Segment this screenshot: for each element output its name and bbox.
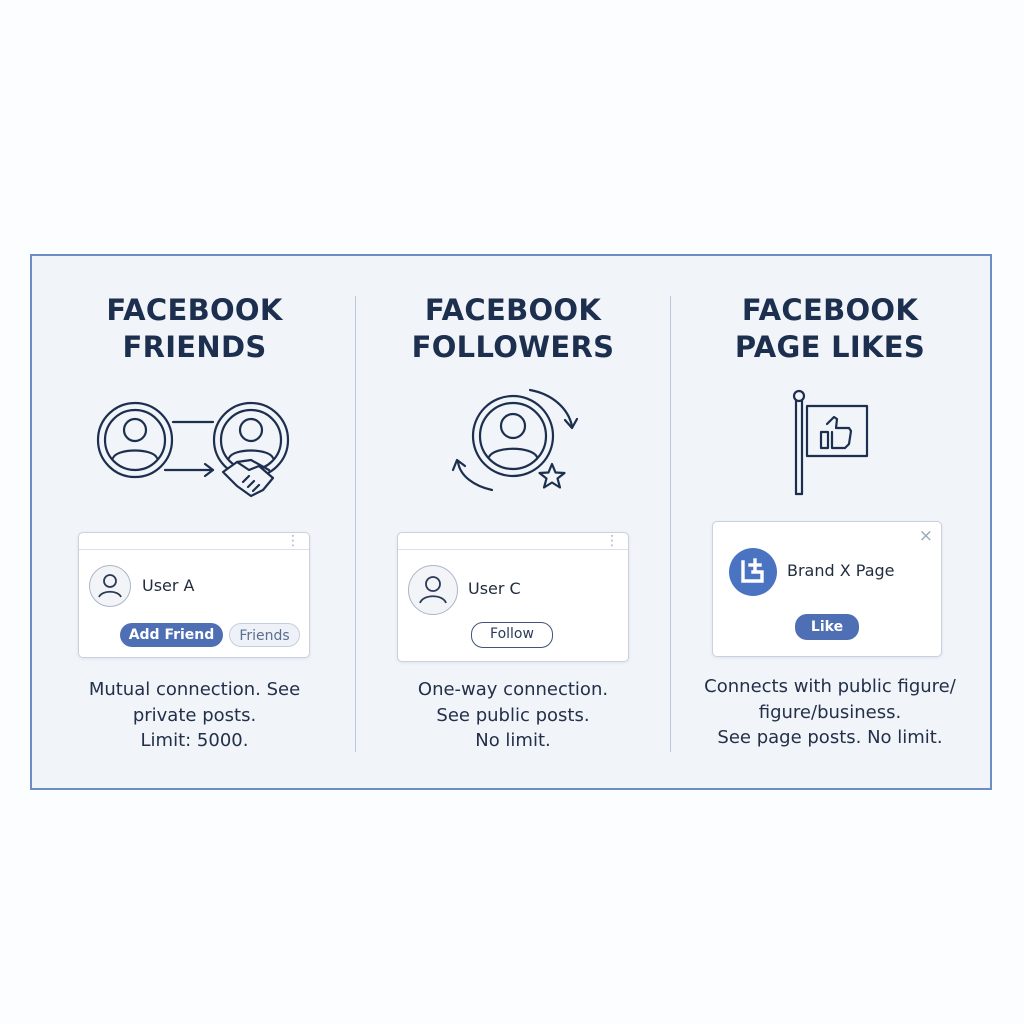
friends-column: FACEBOOK FRIENDS xyxy=(37,256,352,788)
page-likes-column: FACEBOOK PAGE LIKES × xyxy=(671,256,989,788)
page-name: Brand X Page xyxy=(787,561,895,580)
brand-logo xyxy=(729,548,777,596)
avatar-cycle-star-icon xyxy=(451,388,579,492)
avatar xyxy=(408,565,458,615)
friends-description: Mutual connection. See private posts. Li… xyxy=(88,679,301,751)
user-name: User A xyxy=(142,576,195,595)
more-vertical-icon[interactable]: ⋮ xyxy=(286,533,300,549)
card-topbar: ⋮ xyxy=(79,533,309,550)
add-friend-button[interactable]: Add Friend xyxy=(120,623,223,647)
more-vertical-icon[interactable]: ⋮ xyxy=(605,533,619,549)
page-likes-description: Connects with public figure/ figure/busi… xyxy=(704,676,956,748)
comparison-panel: FACEBOOK FRIENDS xyxy=(30,254,992,790)
card-topbar: ⋮ xyxy=(398,533,628,550)
follow-card: ⋮ User C Follow xyxy=(397,532,629,662)
user-icon xyxy=(419,576,447,604)
friends-title: FACEBOOK FRIENDS xyxy=(106,293,283,364)
user-icon xyxy=(98,574,122,598)
two-avatars-handshake-icon xyxy=(96,401,290,498)
friends-button[interactable]: Friends xyxy=(229,623,300,647)
close-icon[interactable]: × xyxy=(918,526,933,546)
like-button[interactable]: Like xyxy=(795,614,859,640)
page-likes-illustration xyxy=(671,386,989,506)
followers-column: FACEBOOK FOLLOWERS xyxy=(356,256,670,788)
followers-illustration xyxy=(356,386,670,506)
followers-description: One-way connection. See public posts. No… xyxy=(417,679,609,751)
user-name: User C xyxy=(468,579,521,598)
avatar xyxy=(89,565,131,607)
follow-button[interactable]: Follow xyxy=(471,622,553,648)
page-likes-title: FACEBOOK PAGE LIKES xyxy=(734,293,926,364)
followers-title: FACEBOOK FOLLOWERS xyxy=(411,293,615,364)
page-like-card: × Brand X Page Like xyxy=(712,521,942,657)
friends-illustration xyxy=(37,386,352,506)
flag-thumbs-up-icon xyxy=(792,389,869,496)
friend-request-card: ⋮ User A Add Friend Friends xyxy=(78,532,310,658)
column-divider xyxy=(670,296,671,752)
column-divider xyxy=(355,296,356,752)
brand-logo-icon xyxy=(741,558,764,583)
